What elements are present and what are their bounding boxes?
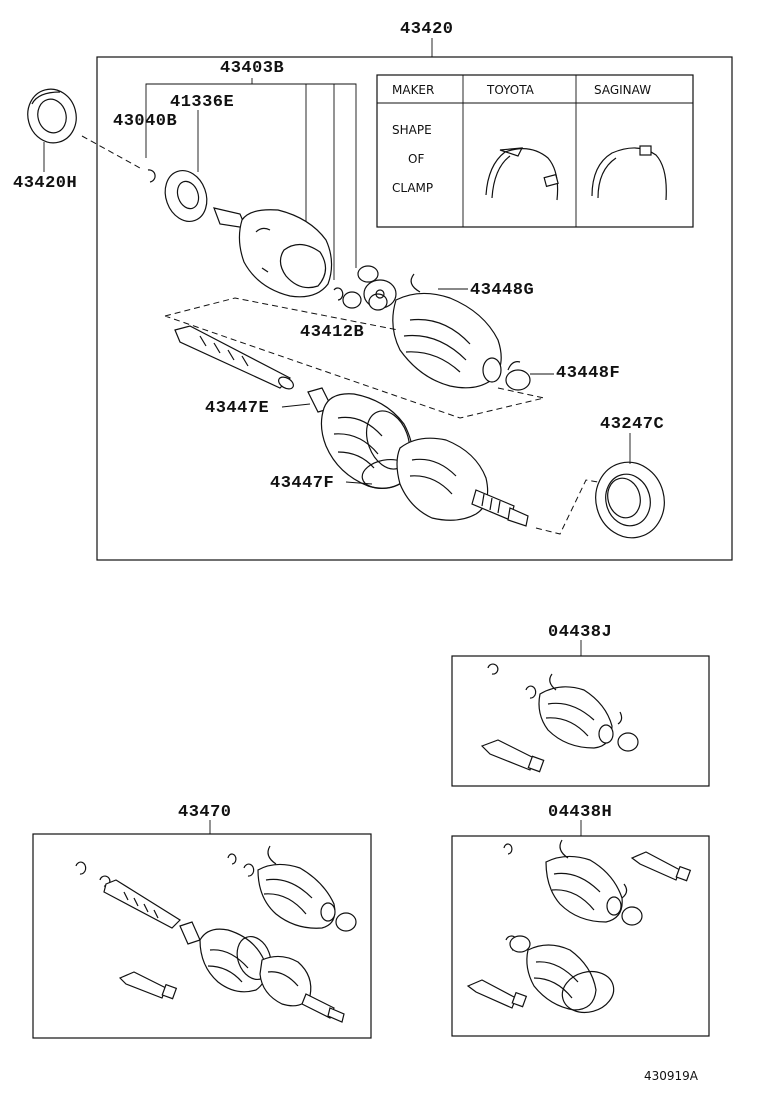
kit-04438H-inner-boot-icon [545,839,643,926]
reference-code: 430919A [644,1069,699,1083]
label-43447F: 43447F [270,474,334,493]
clamp-43448F-icon [505,361,531,391]
assembly-43470-group: 43470 [32,803,372,1039]
seal-41336E-icon [164,170,208,222]
kit-04438J-group: 04438J [451,623,710,787]
toyota-clamp-icon [485,147,559,201]
kit-04438H-group: 04438H [451,803,710,1037]
seal-43420H-icon [27,88,77,144]
kit-04438H-grease-top-icon [630,851,692,882]
label-43448G: 43448G [470,281,534,300]
clamp-table-frame [376,74,694,228]
label-41336E: 41336E [170,93,234,112]
inner-boot-icon [392,273,502,389]
assembly-43470-shaft-icon [103,879,181,929]
drive-shaft-icon [174,325,294,390]
kit-04438H-frame [451,835,710,1037]
outer-cv-joint-icon [396,437,529,527]
snap-ring-icon [147,169,156,183]
clamp-label: CLAMP [392,181,433,195]
assembly-43470-outer-boot-icon [179,921,345,1023]
main-assembly-group: 43420 MAKER TOYOTA SAGINAW SHAPE OF CLAM… [96,20,733,561]
assembly-43470-inner-boot-icon [257,845,357,932]
saginaw-header: SAGINAW [594,83,651,97]
label-04438J: 04438J [548,623,612,642]
kit-04438J-frame [451,655,710,787]
label-43040B: 43040B [113,112,177,131]
label-43247C: 43247C [600,415,664,434]
assembly-43470-grease-icon [118,971,178,1000]
kit-04438H-grease-bottom-icon [466,979,528,1009]
maker-header: MAKER [392,83,434,97]
clamp-table: MAKER TOYOTA SAGINAW SHAPE OF CLAMP [376,74,694,228]
kit-04438H-outer-boot-icon [505,935,615,1014]
saginaw-clamp-icon [591,145,667,201]
leader-43403B [145,83,357,268]
kit-04438J-grease-icon [480,739,545,773]
part-43420H-group: 43420H [13,88,141,193]
seal-43247C-icon [595,461,665,539]
label-43412B: 43412B [300,323,364,342]
tripod-joint-icon [333,265,397,311]
label-43447E: 43447E [205,399,269,418]
label-43420H: 43420H [13,174,77,193]
label-43403B: 43403B [220,59,284,78]
assembly-43470-frame [32,833,372,1039]
label-43470: 43470 [178,803,232,822]
main-assembly-frame [96,56,733,561]
outer-cv-housing-icon [213,207,333,298]
label-43448F: 43448F [556,364,620,383]
of-label: OF [408,152,424,166]
kit-04438J-boot-icon [538,673,639,752]
label-04438H: 04438H [548,803,612,822]
seal-43247C-leader [535,479,599,535]
label-43420: 43420 [400,20,454,39]
shaft-set-outline [164,297,545,419]
toyota-header: TOYOTA [486,83,535,97]
shape-label: SHAPE [392,123,432,137]
